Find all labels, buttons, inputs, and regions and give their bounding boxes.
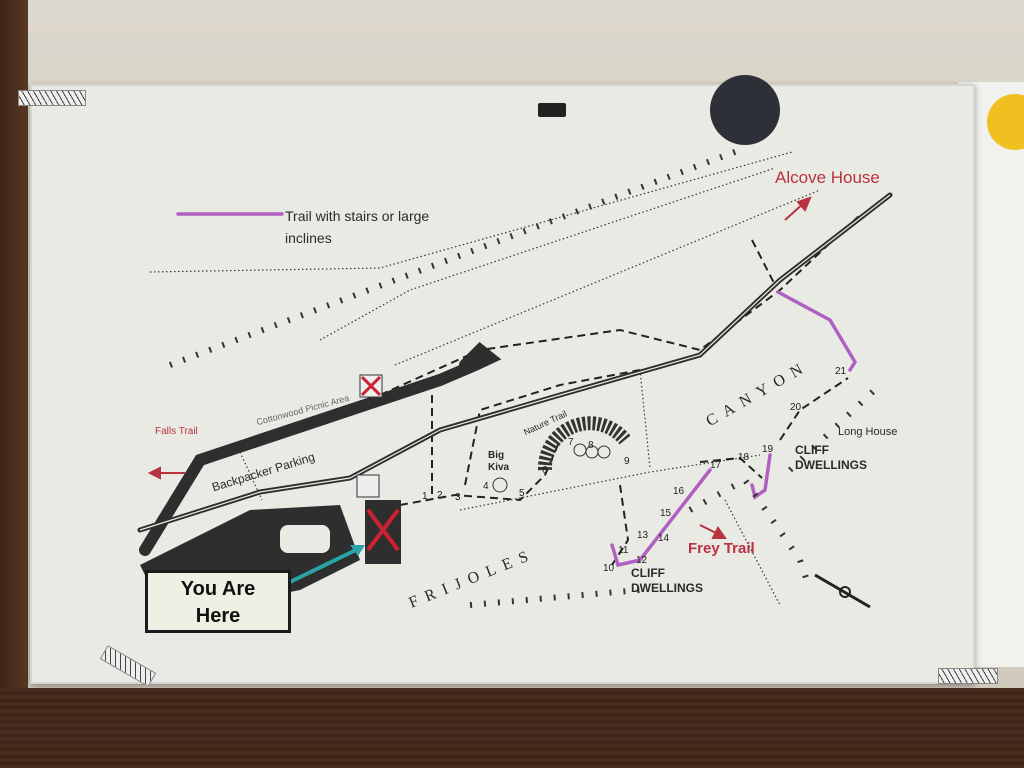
stairs-trail-alcove bbox=[776, 290, 858, 372]
board-clip bbox=[538, 103, 566, 117]
you-are-here-line-2: Here bbox=[195, 605, 241, 627]
stop-number: 18 bbox=[738, 452, 750, 463]
cliff-1b: DWELLINGS bbox=[795, 458, 867, 472]
long-house-label: Long House bbox=[838, 426, 898, 438]
cliff-2b: DWELLINGS bbox=[631, 581, 703, 595]
falls-trail-label: Falls Trail bbox=[155, 426, 198, 437]
stop-number: 3 bbox=[455, 492, 461, 503]
big-kiva-2: Kiva bbox=[488, 462, 510, 473]
board-clip-left bbox=[18, 90, 86, 106]
stop-number: 16 bbox=[673, 486, 685, 497]
you-are-here-arrow bbox=[289, 546, 361, 584]
stop-number: 9 bbox=[624, 456, 630, 467]
stop-number: 21 bbox=[835, 366, 847, 377]
legend-text: Trail with stairs or large inclines bbox=[285, 205, 429, 249]
stop-number: 11 bbox=[618, 545, 629, 556]
tyuonyi-pueblo bbox=[537, 416, 631, 471]
legend-line-2: inclines bbox=[285, 230, 332, 246]
big-kiva-circle bbox=[492, 477, 508, 493]
stop-number: 12 bbox=[636, 555, 648, 566]
dashed-trail bbox=[379, 214, 861, 396]
wood-frame-left bbox=[0, 0, 28, 768]
you-are-here-sign: You Are Here bbox=[145, 570, 291, 633]
cliff-2a: CLIFF bbox=[631, 566, 665, 580]
stop-number: 13 bbox=[637, 530, 649, 541]
stop-number: 8 bbox=[588, 440, 594, 451]
boundary-line bbox=[149, 151, 793, 273]
magnet-black bbox=[710, 75, 780, 145]
alcove-house-label: Alcove House bbox=[775, 168, 880, 187]
stairs-trail-frey bbox=[610, 468, 712, 568]
cliff-1a: CLIFF bbox=[795, 443, 829, 457]
restroom-icon bbox=[356, 474, 380, 498]
board-clip-bottom bbox=[938, 668, 998, 684]
wood-frame-bottom bbox=[0, 688, 1024, 768]
stop-number: 2 bbox=[437, 490, 443, 501]
stop-number: 1 bbox=[422, 491, 428, 502]
stop-number: 5 bbox=[519, 488, 525, 499]
stop-number: 19 bbox=[762, 444, 774, 455]
main-road bbox=[139, 341, 502, 556]
stop-number: 17 bbox=[710, 460, 722, 471]
stop-number: 14 bbox=[658, 533, 670, 544]
stop-number: 7 bbox=[568, 437, 574, 448]
magnet-yellow bbox=[987, 94, 1024, 150]
big-kiva-1: Big bbox=[488, 450, 505, 461]
stop-number: 6 bbox=[542, 465, 548, 476]
stop-number: 4 bbox=[483, 481, 489, 492]
you-are-here-line-1: You Are bbox=[180, 578, 256, 600]
stop-number: 10 bbox=[603, 563, 615, 574]
legend-line-1: Trail with stairs or large bbox=[285, 208, 430, 224]
frey-trail-label: Frey Trail bbox=[688, 540, 755, 557]
stop-number: 15 bbox=[660, 508, 672, 519]
compass-north-arrow bbox=[814, 573, 871, 609]
stop-number: 20 bbox=[790, 402, 802, 413]
